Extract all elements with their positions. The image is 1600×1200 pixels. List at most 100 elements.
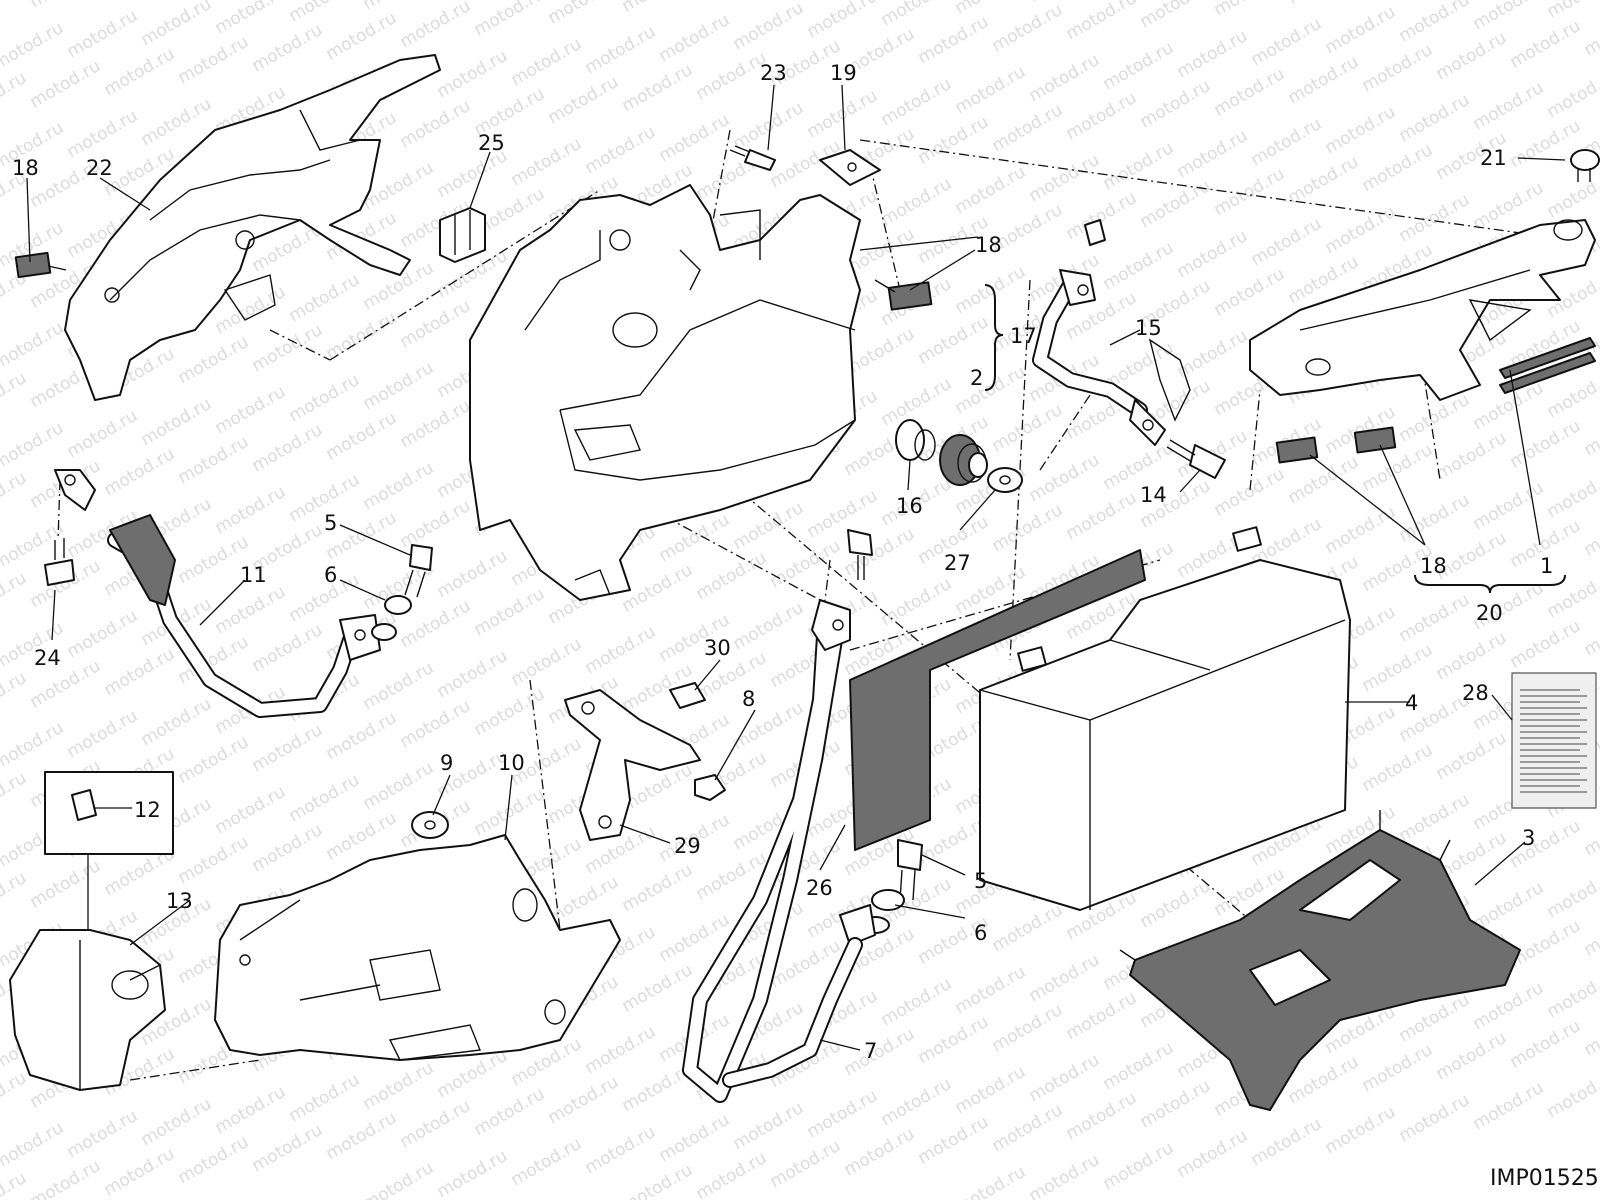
watermark-text: motod.ru: [915, 12, 993, 68]
watermark-text: motod.ru: [582, 122, 660, 178]
callout-27: 27: [944, 551, 971, 575]
watermark-text: motod.ru: [878, 74, 956, 130]
watermark-text: motod.ru: [1507, 16, 1585, 72]
watermark-text: motod.ru: [1285, 0, 1363, 8]
watermark-text: motod.ru: [249, 320, 327, 376]
watermark-text: motod.ru: [508, 1134, 586, 1190]
callout-12: 12: [134, 798, 161, 822]
watermark-text: motod.ru: [1174, 126, 1252, 182]
watermark-text: motod.ru: [101, 644, 179, 700]
callout-19: 19: [830, 61, 857, 85]
watermark-text: motod.ru: [1470, 478, 1548, 534]
watermark-text: motod.ru: [1322, 1102, 1400, 1158]
watermark-text: motod.ru: [1063, 988, 1141, 1044]
callout-21: 21: [1480, 146, 1507, 170]
watermark-text: motod.ru: [878, 0, 956, 30]
watermark-text: motod.ru: [582, 22, 660, 78]
callout-2: 2: [970, 366, 983, 390]
watermark-text: motod.ru: [1026, 50, 1104, 106]
watermark-text: motod.ru: [952, 1062, 1030, 1118]
watermark-text: motod.ru: [212, 0, 290, 38]
watermark-text: motod.ru: [360, 458, 438, 514]
watermark-text: motod.ru: [64, 706, 142, 762]
callout-18: 18: [975, 233, 1002, 257]
watermark-text: motod.ru: [915, 1012, 993, 1068]
part-27-washer: [987, 467, 1023, 493]
watermark-text: motod.ru: [1507, 1016, 1585, 1072]
part-21-screw: [1570, 149, 1600, 182]
watermark-text: motod.ru: [1248, 14, 1326, 70]
watermark-text: motod.ru: [1507, 616, 1585, 672]
watermark-text: motod.ru: [138, 694, 216, 750]
watermark-text: motod.ru: [1470, 78, 1548, 134]
watermark-text: motod.ru: [1063, 0, 1141, 44]
watermark-text: motod.ru: [434, 1146, 512, 1200]
watermark-text: motod.ru: [138, 1094, 216, 1150]
watermark-text: motod.ru: [1544, 866, 1600, 922]
callout-24: 24: [34, 646, 61, 670]
watermark-text: motod.ru: [1581, 504, 1600, 560]
watermark-text: motod.ru: [1100, 238, 1178, 294]
watermark-text: motod.ru: [1581, 804, 1600, 860]
watermark-text: motod.ru: [1359, 640, 1437, 696]
watermark-text: motod.ru: [0, 568, 30, 624]
watermark-text: motod.ru: [915, 112, 993, 168]
watermark-text: motod.ru: [397, 1096, 475, 1152]
watermark-text: motod.ru: [0, 668, 30, 724]
watermark-text: motod.ru: [212, 582, 290, 638]
watermark-text: motod.ru: [286, 770, 364, 826]
watermark-text: motod.ru: [249, 820, 327, 876]
part-3-battery-holder: [1119, 810, 1521, 1111]
watermark-text: motod.ru: [1100, 38, 1178, 94]
callout-15: 15: [1135, 316, 1162, 340]
watermark-text: motod.ru: [1026, 1150, 1104, 1200]
watermark-text: motod.ru: [804, 1086, 882, 1142]
part-29-bracket: [564, 689, 701, 841]
part-5-bolt-lower: [897, 839, 923, 901]
watermark-text: motod.ru: [360, 1158, 438, 1200]
watermark-text: motod.ru: [323, 8, 401, 64]
watermark-text: motod.ru: [508, 634, 586, 690]
part-19-clip-nut: [819, 149, 881, 186]
watermark-text: motod.ru: [1285, 52, 1363, 108]
watermark-text: motod.ru: [323, 408, 401, 464]
watermark-text: motod.ru: [989, 500, 1067, 556]
watermark-text: motod.ru: [212, 782, 290, 838]
watermark-text: motod.ru: [1544, 66, 1600, 122]
callout-5: 5: [324, 511, 337, 535]
callout-23: 23: [760, 61, 787, 85]
watermark-text: motod.ru: [286, 370, 364, 426]
watermark-text: motod.ru: [175, 432, 253, 488]
watermark-text: motod.ru: [1174, 1126, 1252, 1182]
callout-5: 5: [974, 869, 987, 893]
part-18-rubber-pad-left: [14, 251, 67, 279]
watermark-text: motod.ru: [64, 1106, 142, 1162]
watermark-text: motod.ru: [1470, 0, 1548, 34]
callout-7: 7: [864, 1039, 877, 1063]
watermark-text: motod.ru: [471, 0, 549, 40]
watermark-text: motod.ru: [249, 720, 327, 776]
part-7-cable: [722, 904, 876, 1088]
watermark-text: motod.ru: [360, 758, 438, 814]
callout-18: 18: [1420, 554, 1447, 578]
watermark-text: motod.ru: [1507, 916, 1585, 972]
brace-20: [1414, 574, 1566, 594]
watermark-text: motod.ru: [249, 1120, 327, 1176]
watermark-text: motod.ru: [1359, 40, 1437, 96]
watermark-text: motod.ru: [1063, 88, 1141, 144]
watermark-text: motod.ru: [878, 1074, 956, 1130]
part-11-cable: [54, 469, 381, 718]
watermark-text: motod.ru: [1211, 164, 1289, 220]
watermark-text: motod.ru: [0, 1118, 67, 1174]
watermark-text: motod.ru: [1211, 0, 1289, 20]
watermark-text: motod.ru: [434, 0, 512, 2]
watermark-text: motod.ru: [1100, 138, 1178, 194]
watermark-text: motod.ru: [1433, 728, 1511, 784]
callout-26: 26: [806, 876, 833, 900]
watermark-text: motod.ru: [0, 318, 67, 374]
watermark-text: motod.ru: [101, 444, 179, 500]
watermark-text: motod.ru: [989, 1000, 1067, 1056]
callout-16: 16: [896, 494, 923, 518]
watermark-text: motod.ru: [508, 134, 586, 190]
watermark-text: motod.ru: [878, 974, 956, 1030]
